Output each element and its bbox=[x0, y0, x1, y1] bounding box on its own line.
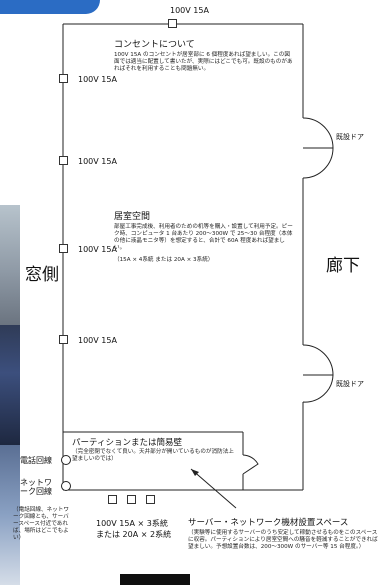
power-spec-line1: 100V 15A × 3系統 bbox=[96, 519, 168, 528]
office-space-note: （15A × 4系統 または 20A × 3系統） bbox=[114, 257, 214, 263]
office-space-title: 居室空間 bbox=[114, 212, 151, 222]
outlet-left-3 bbox=[59, 244, 68, 253]
door2-label: 既設ドア bbox=[336, 380, 364, 388]
door2-arc-top bbox=[302, 344, 334, 376]
consent-note-body: 100V 15A のコンセントが居室部に 6 個程度あれば望ましい。この図面では… bbox=[114, 52, 293, 72]
door2-arc-bottom bbox=[302, 374, 334, 403]
outlet-top-label: 100V 15A bbox=[170, 6, 209, 15]
outlet-left-2-label: 100V 15A bbox=[78, 157, 117, 166]
network-jack bbox=[61, 481, 71, 491]
corridor-label: 廊下 bbox=[326, 256, 360, 276]
door1-label: 既設ドア bbox=[336, 133, 364, 141]
slide-header-banner bbox=[0, 0, 100, 14]
outlet-left-3-label: 100V 15A bbox=[78, 245, 117, 254]
partition-door bbox=[242, 454, 259, 475]
side-photo bbox=[0, 205, 20, 585]
server-outlet-1 bbox=[108, 495, 117, 504]
outlet-left-1 bbox=[59, 74, 68, 83]
phone-jack bbox=[61, 455, 71, 465]
consent-note-title: コンセントについて bbox=[114, 40, 195, 50]
window-side-label: 窓側 bbox=[25, 265, 59, 285]
network-note: （電話回線、ネットワーク回線とも、サーバースペース付近であれば、場所はどこでもよ… bbox=[13, 507, 69, 541]
server-space-title: サーバー・ネットワーク機材設置スペース bbox=[188, 518, 349, 528]
network-line-label: ネットワーク回線 bbox=[20, 478, 52, 496]
server-arrow bbox=[190, 468, 237, 509]
server-arrow-head bbox=[191, 469, 199, 476]
partition-title: パーティションまたは簡易壁 bbox=[72, 438, 182, 448]
server-outlet-2 bbox=[127, 495, 136, 504]
outlet-left-2 bbox=[59, 156, 68, 165]
power-spec-line2: または 20A × 2系統 bbox=[96, 530, 172, 539]
slide-footer-bar bbox=[120, 574, 190, 585]
outlet-top bbox=[168, 19, 177, 28]
phone-line-label: 電話回線 bbox=[20, 456, 52, 465]
outlet-left-4 bbox=[59, 335, 68, 344]
server-space-body: （実験等に使用するサーバーのうち安定して稼動させるものをこのスペースに収容。パー… bbox=[188, 530, 378, 550]
door1-arc-bottom bbox=[302, 147, 334, 179]
office-space-body: 部屋工事完成後、利用者のための机等を購入・設置して利用予定。ピーク時、コンピュー… bbox=[114, 224, 293, 251]
door1-arc-top bbox=[302, 117, 334, 149]
outlet-left-1-label: 100V 15A bbox=[78, 75, 117, 84]
partition-body: （完全密閉でなくて良い。天井部分が開いているものが消防法上望ましいのでは） bbox=[72, 449, 234, 462]
outlet-left-4-label: 100V 15A bbox=[78, 336, 117, 345]
server-outlet-3 bbox=[146, 495, 155, 504]
